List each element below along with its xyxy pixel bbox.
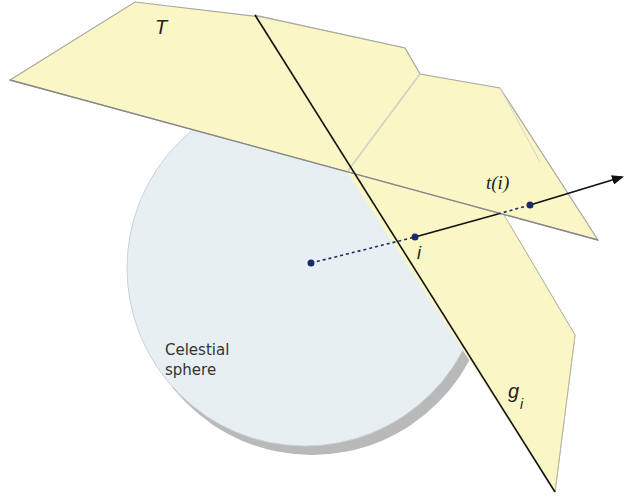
ray-dashed bbox=[311, 237, 415, 263]
center-dot bbox=[308, 260, 315, 267]
plane-t bbox=[10, 2, 598, 240]
point-dot bbox=[527, 202, 534, 209]
point-dot bbox=[412, 234, 419, 241]
point-label: i bbox=[417, 243, 421, 264]
ray-dashed bbox=[498, 205, 530, 214]
sphere-label: Celestial sphere bbox=[165, 340, 260, 380]
fold-line bbox=[500, 88, 540, 162]
plane-label: T bbox=[155, 16, 167, 39]
plane-edge bbox=[510, 225, 575, 335]
plane-edge bbox=[255, 15, 555, 492]
sphere-region: Celestial sphere bbox=[127, 90, 483, 446]
fold-line bbox=[347, 74, 420, 172]
subscript-label: i bbox=[520, 396, 523, 412]
ray-arrow bbox=[530, 177, 622, 205]
ray bbox=[415, 214, 498, 237]
plane-edge bbox=[10, 80, 598, 240]
point-label: t(i) bbox=[486, 172, 509, 194]
plane-g-front bbox=[347, 172, 575, 492]
plane-edge bbox=[555, 335, 575, 492]
plane-label: g bbox=[508, 380, 519, 403]
